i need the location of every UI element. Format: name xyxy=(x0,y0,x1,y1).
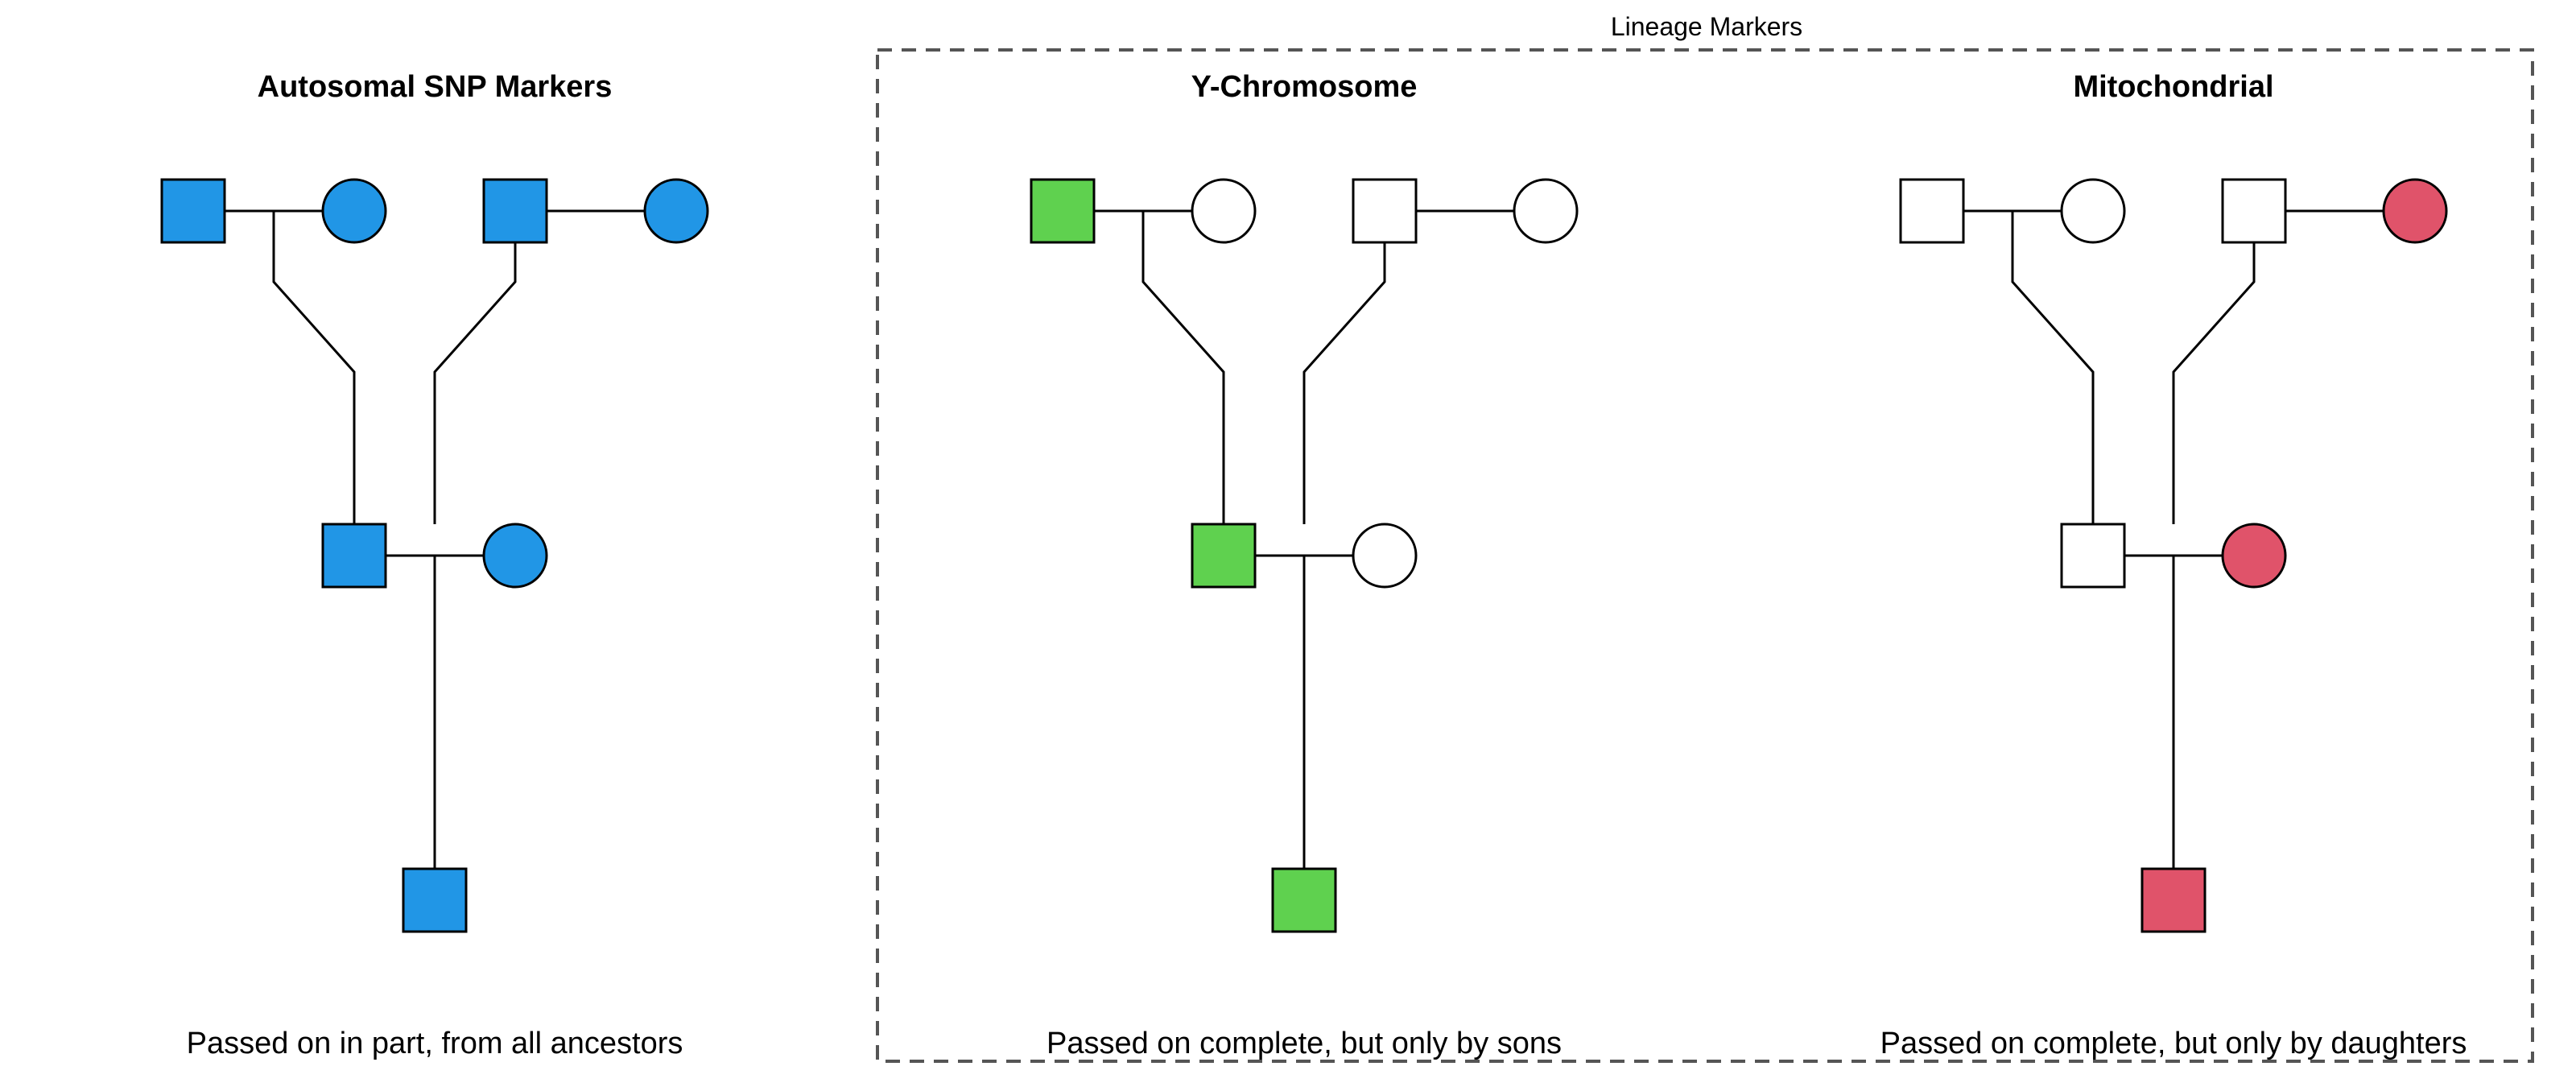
panel-caption-mitochondrial: Passed on complete, but only by daughter… xyxy=(1880,1027,2467,1060)
panel-caption-autosomal: Passed on in part, from all ancestors xyxy=(187,1027,683,1060)
panel-caption-y-chromosome: Passed on complete, but only by sons xyxy=(1046,1027,1562,1060)
mitochondrial-child-square xyxy=(2140,867,2207,933)
mitochondrial-mother-circle xyxy=(2221,523,2287,589)
descent-line-mother xyxy=(433,211,517,524)
mitochondrial-paternal-grandmother-circle xyxy=(2060,178,2126,244)
y-chromosome-mother-circle xyxy=(1352,523,1418,589)
lineage-markers-box xyxy=(876,48,2534,1063)
panel-title-y-chromosome: Y-Chromosome xyxy=(1191,70,1418,104)
lineage-markers-label: Lineage Markers xyxy=(1611,12,1802,41)
autosomal-child-square xyxy=(402,867,468,933)
y-chromosome-maternal-grandfather-square xyxy=(1352,178,1418,244)
autosomal-paternal-grandmother-circle xyxy=(321,178,387,244)
descent-line-father xyxy=(272,211,356,524)
y-chromosome-paternal-grandfather-square xyxy=(1030,178,1096,244)
mitochondrial-father-square xyxy=(2060,523,2126,589)
y-chromosome-father-square xyxy=(1191,523,1257,589)
autosomal-maternal-grandfather-square xyxy=(482,178,548,244)
panel-title-mitochondrial: Mitochondrial xyxy=(2073,70,2273,104)
lineage-markers-label-bg xyxy=(1590,8,1823,47)
autosomal-maternal-grandmother-circle xyxy=(643,178,709,244)
mitochondrial-paternal-grandfather-square xyxy=(1899,178,1965,244)
autosomal-father-square xyxy=(321,523,387,589)
descent-line-mother xyxy=(2172,211,2256,524)
mitochondrial-maternal-grandmother-circle xyxy=(2382,178,2448,244)
descent-line-father xyxy=(2011,211,2095,524)
y-chromosome-child-square xyxy=(1271,867,1337,933)
panel-title-autosomal: Autosomal SNP Markers xyxy=(258,70,613,104)
descent-line-father xyxy=(1141,211,1225,524)
y-chromosome-paternal-grandmother-circle xyxy=(1191,178,1257,244)
autosomal-paternal-grandfather-square xyxy=(160,178,226,244)
descent-line-mother xyxy=(1302,211,1386,524)
mitochondrial-maternal-grandfather-square xyxy=(2221,178,2287,244)
autosomal-mother-circle xyxy=(482,523,548,589)
y-chromosome-maternal-grandmother-circle xyxy=(1513,178,1579,244)
